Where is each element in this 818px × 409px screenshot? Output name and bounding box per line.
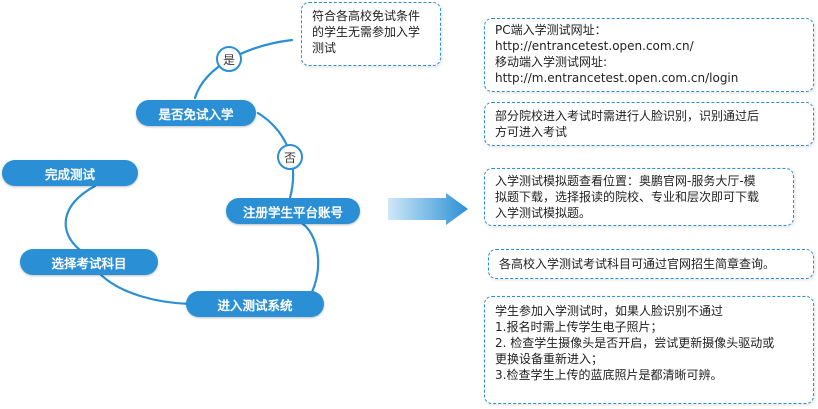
note-mock-line: 入学测试模拟题。 (495, 206, 592, 220)
node-select-subject[interactable]: 选择考试科目 (20, 249, 158, 275)
note-mock-exam: 入学测试模拟题查看位置：奥鹏官网-服务大厅-模 拟题下载，选择报读的院校、专业和… (484, 168, 794, 226)
connector-complete-to-select (64, 184, 97, 252)
note-face-recognition: 部分院校进入考试时需进行人脸识别，识别通过后 方可进入考试 (484, 102, 814, 146)
branch-no-marker: 否 (277, 144, 303, 170)
note-face-line: 方可进入考试 (495, 125, 568, 139)
note-subjects-line: 各高校入学测试考试科目可通过官网招生简章查询。 (499, 257, 776, 271)
note-failure-line: 学生参加入学测试时，如果人脸识别不通过 (495, 304, 724, 318)
note-exempt-line: 的学生无需参加入学 (312, 25, 421, 39)
note-urls: PC端入学测试网址： http://entrancetest.open.com.… (484, 18, 814, 92)
note-failure-line: 2. 检查学生摄像头是否开启，尝试更新摄像头驱动或 (495, 336, 775, 350)
note-exempt: 符合各高校免试条件 的学生无需参加入学 测试 (301, 2, 441, 66)
note-face-line: 部分院校进入考试时需进行人脸识别，识别通过后 (495, 109, 760, 123)
right-arrow-icon (388, 193, 468, 225)
node-exempt-question[interactable]: 是否免试入学 (136, 100, 256, 126)
branch-yes-marker: 是 (216, 46, 242, 72)
connector-enter-to-register (298, 220, 320, 298)
note-urls-line: http://entrancetest.open.com.cn/ (495, 39, 694, 53)
node-enter-system[interactable]: 进入测试系统 (186, 291, 324, 317)
note-urls-line: PC端入学测试网址： (495, 23, 607, 37)
note-failure-line: 更换设备重新进入； (495, 352, 604, 366)
note-mock-line: 入学测试模拟题查看位置：奥鹏官网-服务大厅-模 (495, 174, 756, 188)
note-urls-line: http://m.entrancetest.open.com.cn/login (495, 71, 739, 85)
note-subjects: 各高校入学测试考试科目可通过官网招生简章查询。 (488, 249, 814, 279)
node-register-account[interactable]: 注册学生平台账号 (226, 198, 360, 224)
connector-select-to-enter (96, 270, 192, 306)
connector-exempt-to-note (193, 38, 294, 100)
note-failure-line: 3.检查学生上传的蓝底照片是都清晰可辨。 (495, 368, 723, 382)
note-mock-line: 拟题下载，选择报读的院校、专业和层次即可下载 (495, 190, 760, 204)
note-face-failure: 学生参加入学测试时，如果人脸识别不通过 1.报名时需上传学生电子照片； 2. 检… (484, 296, 814, 404)
node-complete-test[interactable]: 完成测试 (2, 160, 138, 186)
note-exempt-line: 测试 (312, 41, 337, 55)
note-exempt-line: 符合各高校免试条件 (312, 9, 421, 23)
note-failure-line: 1.报名时需上传学生电子照片； (495, 320, 663, 334)
note-urls-line: 移动端入学测试网址: (495, 55, 608, 69)
